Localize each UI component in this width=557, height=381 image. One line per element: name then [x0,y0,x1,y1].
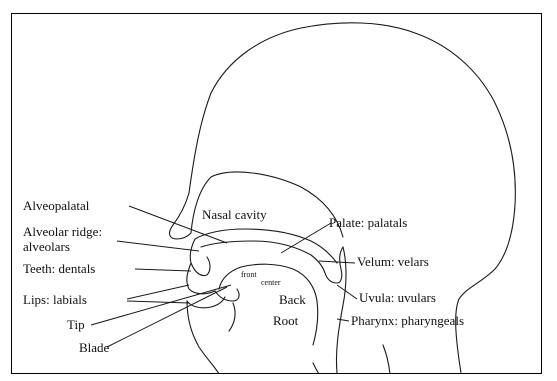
label-velum: Velum: velars [357,254,429,269]
leader-lips-lower [127,301,189,303]
label-palate: Palate: palatals [329,215,407,230]
neck-back [383,345,390,374]
mouth-floor [229,303,235,331]
label-alveolar-ridge-2: alveolars [23,239,70,254]
label-tip: Tip [67,317,85,332]
nose-outline [170,193,191,239]
label-alveopalatal: Alveopalatal [23,198,90,213]
chin-jaw [187,301,219,374]
label-uvula: Uvula: uvulars [359,290,436,305]
label-blade: Blade [79,340,110,355]
palate-lower [201,241,325,273]
leader-blade [107,287,227,347]
label-center: center [261,278,281,287]
label-nasal-cavity: Nasal cavity [202,207,267,222]
leader-alveolar [117,241,199,251]
epiglottis [313,363,319,374]
leader-teeth [135,269,191,271]
vocal-tract-diagram: Alveopalatal Alveolar ridge: alveolars T… [12,14,542,374]
palate-upper [195,229,337,263]
leader-uvula [337,285,357,299]
leader-lips-upper [127,285,189,299]
lower-lip [187,297,225,308]
upper-teeth [190,239,210,276]
label-back: Back [279,292,306,307]
label-pharynx: Pharynx: pharyngeals [351,313,464,328]
label-front: front [241,270,257,279]
diagram-frame: Alveopalatal Alveolar ridge: alveolars T… [11,13,542,374]
nasal-cavity-top [191,172,343,237]
pharynx-wall [336,247,346,373]
label-lips: Lips: labials [23,292,87,307]
upper-lip [187,263,215,294]
label-teeth: Teeth: dentals [23,261,95,276]
label-root: Root [273,313,299,328]
label-alveolar-ridge-1: Alveolar ridge: [23,224,102,239]
leader-pharynx [337,319,349,321]
